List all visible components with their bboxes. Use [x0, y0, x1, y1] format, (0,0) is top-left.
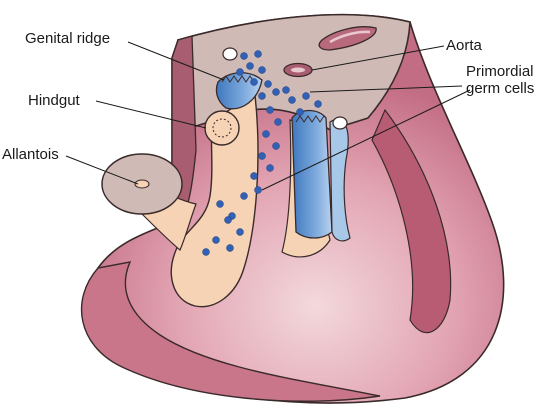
- germ-cell: [212, 236, 220, 244]
- germ-cell: [266, 164, 274, 172]
- mesonephros-right-tubules: [295, 115, 325, 123]
- germ-cell: [240, 52, 248, 60]
- leader-hindgut: [95, 100, 207, 129]
- germ-cell: [258, 152, 266, 160]
- label-allantois: Allantois: [2, 146, 59, 163]
- leader-allantois: [65, 155, 139, 185]
- germ-cell: [258, 66, 266, 74]
- germ-cell: [224, 216, 232, 224]
- label-primordial-line1: Primordial: [466, 63, 534, 80]
- germ-cell: [272, 88, 280, 96]
- hindgut-lumen: [212, 118, 232, 138]
- germ-cell: [236, 68, 244, 76]
- tail-region: [80, 261, 381, 402]
- germ-cell: [282, 86, 290, 94]
- leader-lines: [65, 41, 471, 191]
- neural-tube-lumen: [329, 30, 371, 44]
- germ-cell: [266, 106, 274, 114]
- label-primordial-line2: germ cells: [466, 80, 535, 97]
- germ-cell: [264, 80, 272, 88]
- leader-genital-ridge: [127, 41, 225, 81]
- germ-cell: [202, 248, 210, 256]
- germ-cell: [236, 228, 244, 236]
- germ-cell: [258, 92, 266, 100]
- label-hindgut: Hindgut: [28, 92, 80, 109]
- germ-cell: [272, 142, 280, 150]
- germ-cell: [246, 62, 254, 70]
- aorta-lumen: [291, 67, 305, 73]
- germ-cell: [288, 96, 296, 104]
- germ-cell: [240, 192, 248, 200]
- leader-aorta: [311, 45, 445, 71]
- hindgut-section: [204, 110, 240, 146]
- allantois-lumen: [134, 179, 150, 189]
- mesonephros-right: [291, 109, 333, 239]
- label-aorta: Aorta: [446, 37, 482, 54]
- germ-cell: [254, 186, 262, 194]
- germ-cell: [296, 108, 304, 116]
- germ-cell: [254, 50, 262, 58]
- germ-cell: [314, 100, 322, 108]
- right-body-wall: [371, 108, 452, 333]
- label-primordial-germ-cells: Primordial germ cells: [466, 63, 534, 97]
- germ-cell: [302, 92, 310, 100]
- germ-cell: [216, 200, 224, 208]
- gonad-right: [332, 116, 348, 130]
- germ-cell: [250, 172, 258, 180]
- germ-cell: [226, 244, 234, 252]
- endoderm-tract: [170, 93, 259, 308]
- label-genital-ridge: Genital ridge: [25, 30, 111, 47]
- germ-cells: [202, 50, 322, 256]
- germ-cell: [250, 78, 258, 86]
- germ-cell: [274, 118, 282, 126]
- leader-pgc-lower: [261, 89, 471, 191]
- mesonephros-left-tubules: [221, 75, 255, 83]
- germ-cell: [262, 130, 270, 138]
- leader-pgc-upper: [309, 85, 463, 93]
- gonad-left: [222, 47, 238, 61]
